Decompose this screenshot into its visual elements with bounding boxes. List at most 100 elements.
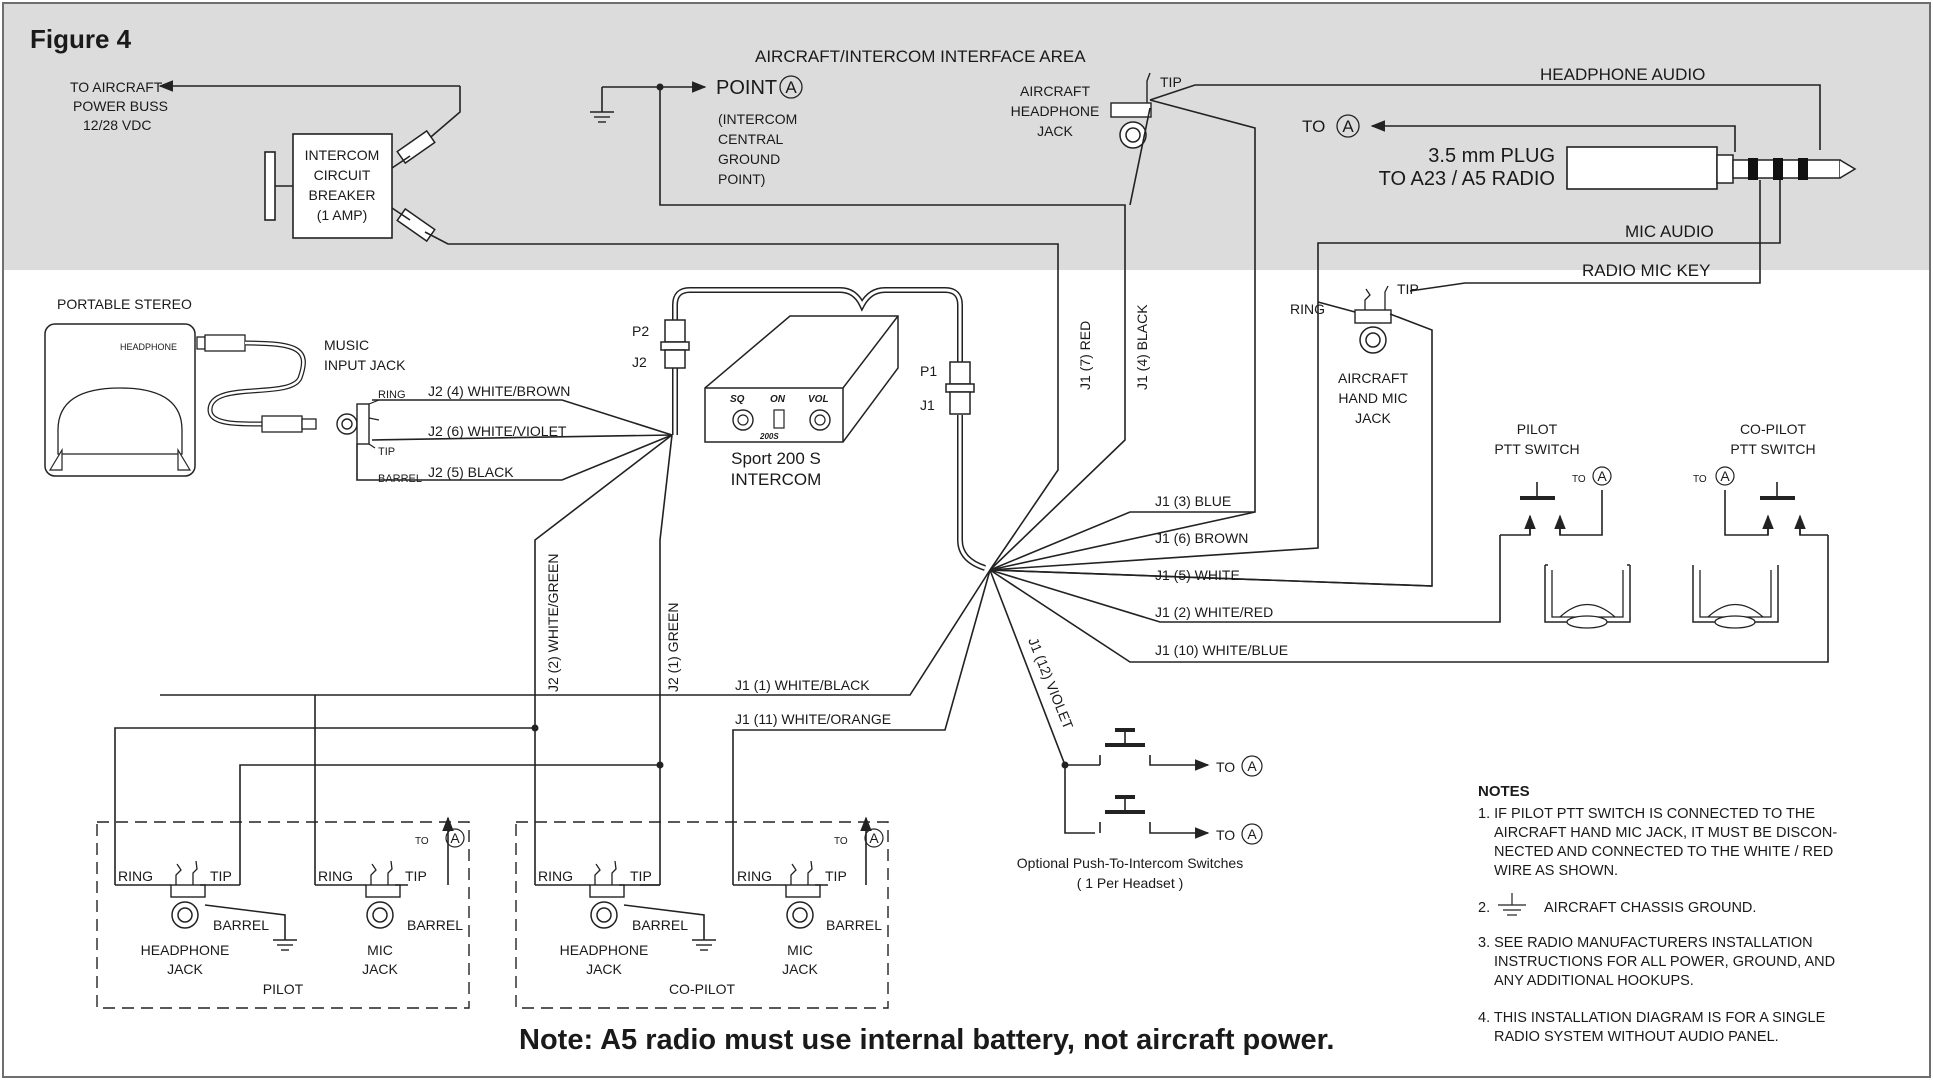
svg-text:A: A xyxy=(1247,758,1257,774)
j1-label: J1 xyxy=(920,397,935,413)
svg-text:HEADPHONE: HEADPHONE xyxy=(560,942,649,958)
svg-text:NECTED AND CONNECTED TO THE WH: NECTED AND CONNECTED TO THE WHITE / RED xyxy=(1494,844,1833,860)
j1-white-blue-wire xyxy=(989,535,1829,663)
svg-text:HEADPHONE: HEADPHONE xyxy=(120,342,177,352)
svg-text:TO: TO xyxy=(1693,474,1707,485)
svg-text:POINT): POINT) xyxy=(718,171,765,187)
plug-label: 3.5 mm PLUG TO A23 / A5 RADIO xyxy=(1379,145,1555,190)
copilot-mic-to-a: A xyxy=(864,828,884,848)
svg-text:TO: TO xyxy=(1302,117,1325,136)
pilot-tip-wire xyxy=(239,764,660,885)
to-a-label: TO A xyxy=(1302,114,1360,138)
j1-white-red-label: J1 (2) WHITE/RED xyxy=(1155,604,1273,620)
headphone-audio-wire xyxy=(1149,84,1821,150)
svg-text:A: A xyxy=(1342,117,1354,136)
j1-black-label: J1 (4) BLACK xyxy=(1134,304,1150,390)
svg-text:1. IF PILOT PTT SWITCH IS CONN: 1. IF PILOT PTT SWITCH IS CONNECTED TO T… xyxy=(1478,806,1815,822)
to-a-wire xyxy=(1370,120,1736,152)
j2-white-brown-label: J2 (4) WHITE/BROWN xyxy=(428,383,570,399)
svg-text:CO-PILOT: CO-PILOT xyxy=(1740,421,1807,437)
svg-text:POINT: POINT xyxy=(716,77,777,99)
j2-white-green-wire xyxy=(534,434,673,885)
j2-black-label: J2 (5) BLACK xyxy=(428,464,514,480)
intercom-unit: SQ ON VOL 200S xyxy=(704,315,899,443)
note-2: 2. AIRCRAFT CHASSIS GROUND. xyxy=(1478,893,1756,916)
svg-text:TIP: TIP xyxy=(210,868,232,884)
radio-plug xyxy=(1566,146,1857,190)
svg-text:HAND MIC: HAND MIC xyxy=(1338,390,1407,406)
radio-mic-key-label: RADIO MIC KEY xyxy=(1582,261,1710,280)
j1-white-label: J1 (5) WHITE xyxy=(1155,567,1240,583)
svg-text:INTERCOM: INTERCOM xyxy=(731,470,822,489)
svg-text:TIP: TIP xyxy=(825,868,847,884)
aircraft-headphone-jack xyxy=(1110,72,1152,149)
svg-text:ANY ADDITIONAL HOOKUPS.: ANY ADDITIONAL HOOKUPS. xyxy=(1494,973,1694,989)
optional-switch-1: TO A xyxy=(1095,728,1263,776)
radio-mic-key-wire xyxy=(1409,180,1761,292)
svg-text:PTT SWITCH: PTT SWITCH xyxy=(1730,441,1815,457)
svg-text:INPUT JACK: INPUT JACK xyxy=(324,357,406,373)
bottom-note: Note: A5 radio must use internal battery… xyxy=(519,1024,1334,1056)
svg-text:PTT SWITCH: PTT SWITCH xyxy=(1494,441,1579,457)
j1-blue-label: J1 (3) BLUE xyxy=(1155,493,1231,509)
pilot-group-label: PILOT xyxy=(263,981,304,997)
hand-mic-tip-label: TIP xyxy=(1397,281,1419,297)
headset-jack-labels: RING TIP BARREL HEADPHONE JACK RING TIP … xyxy=(118,868,882,977)
svg-text:3.5 mm PLUG: 3.5 mm PLUG xyxy=(1428,145,1555,167)
svg-text:RING: RING xyxy=(737,868,772,884)
svg-text:12/28 VDC: 12/28 VDC xyxy=(83,117,151,133)
music-ring-wire xyxy=(372,399,673,436)
aircraft-headphone-jack-label: AIRCRAFT HEADPHONE JACK xyxy=(1011,83,1100,139)
aircraft-hand-mic-jack xyxy=(1354,285,1392,354)
j2-green-label: J2 (1) GREEN xyxy=(665,603,681,692)
svg-text:AIRCRAFT: AIRCRAFT xyxy=(1020,83,1090,99)
svg-text:JACK: JACK xyxy=(586,961,622,977)
pilot-headphone-jack xyxy=(115,860,298,951)
j1-white-red-wire xyxy=(989,535,1501,623)
pilot-mic-jack: TO xyxy=(315,816,454,929)
note-4: 4. THIS INSTALLATION DIAGRAM IS FOR A SI… xyxy=(1478,1010,1826,1045)
svg-text:JACK: JACK xyxy=(1037,123,1073,139)
j1-red-label: J1 (7) RED xyxy=(1077,321,1093,390)
svg-text:A: A xyxy=(1720,468,1730,484)
svg-text:BARREL: BARREL xyxy=(213,917,269,933)
svg-text:INTERCOM: INTERCOM xyxy=(305,147,380,163)
notes-heading: NOTES xyxy=(1478,783,1530,800)
j1-white-orange-wire xyxy=(732,569,991,885)
svg-text:PILOT: PILOT xyxy=(1517,421,1558,437)
music-tip-label: TIP xyxy=(378,446,395,458)
svg-text:TO: TO xyxy=(1216,759,1235,775)
svg-text:POWER BUSS: POWER BUSS xyxy=(73,98,168,114)
intercom-name: Sport 200 S INTERCOM xyxy=(731,449,822,489)
svg-text:RING: RING xyxy=(538,868,573,884)
svg-text:RING: RING xyxy=(118,868,153,884)
copilot-headphone-jack xyxy=(535,860,717,951)
svg-text:WIRE AS SHOWN.: WIRE AS SHOWN. xyxy=(1494,863,1618,879)
note-1: 1. IF PILOT PTT SWITCH IS CONNECTED TO T… xyxy=(1478,806,1837,879)
hand-mic-ring-label: RING xyxy=(1290,301,1325,317)
svg-text:4. THIS INSTALLATION DIAGRAM: 4. THIS INSTALLATION DIAGRAM IS FOR A SI… xyxy=(1478,1010,1826,1026)
svg-text:TO A23 / A5 RADIO: TO A23 / A5 RADIO xyxy=(1379,168,1555,190)
svg-text:TIP: TIP xyxy=(405,868,427,884)
svg-text:MUSIC: MUSIC xyxy=(324,337,369,353)
svg-text:INSTRUCTIONS FOR ALL POWER, G: INSTRUCTIONS FOR ALL POWER, GROUND, AND xyxy=(1494,954,1835,970)
svg-text:TIP: TIP xyxy=(630,868,652,884)
black-wire xyxy=(1129,107,1151,206)
j2-white-green-label: J2 (2) WHITE/GREEN xyxy=(545,554,561,692)
music-input-jack-label: MUSIC INPUT JACK xyxy=(324,337,406,373)
svg-text:A: A xyxy=(869,830,879,846)
svg-text:ON: ON xyxy=(770,394,786,405)
point-a-label: POINT A (INTERCOM CENTRAL GROUND POINT) xyxy=(716,75,803,187)
portable-stereo: HEADPHONE xyxy=(44,323,196,477)
svg-text:TO: TO xyxy=(834,836,848,847)
j1-brown-label: J1 (6) BROWN xyxy=(1155,530,1248,546)
svg-text:BARREL: BARREL xyxy=(407,917,463,933)
svg-text:A: A xyxy=(1597,468,1607,484)
copilot-mic-jack: TO xyxy=(733,816,872,929)
svg-text:HEADPHONE: HEADPHONE xyxy=(1011,103,1100,119)
svg-text:JACK: JACK xyxy=(167,961,203,977)
svg-text:A: A xyxy=(1247,826,1257,842)
svg-text:BREAKER: BREAKER xyxy=(309,187,376,203)
svg-text:BARREL: BARREL xyxy=(632,917,688,933)
headphone-audio-label: HEADPHONE AUDIO xyxy=(1540,65,1705,84)
